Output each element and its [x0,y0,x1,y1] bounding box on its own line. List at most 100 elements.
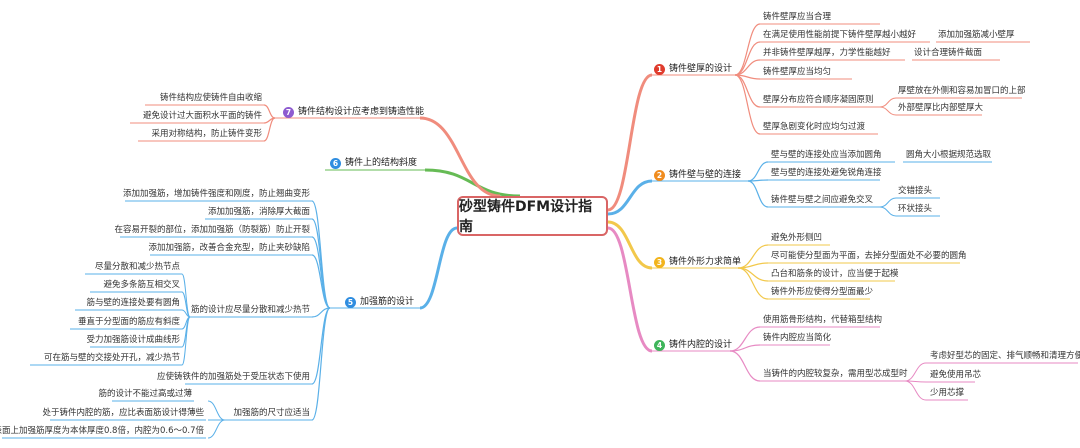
b5-item-5c[interactable]: 筋与壁的连接处要有圆角 [86,298,180,308]
edge-root-b4 [607,226,653,353]
b1-item-4[interactable]: 铸件壁厚应当均匀 [763,67,832,77]
edge-b5-c6 [311,307,331,385]
b2-item-1[interactable]: 壁与壁的连接处应当添加圆角 [771,150,882,160]
b5-item-5b[interactable]: 避免多条筋互相交叉 [103,280,180,290]
edge-b2-c3a [879,197,897,208]
edge-root-b7 [419,116,501,198]
edge-root-b2 [607,179,653,216]
badge-4-icon: 4 [654,339,665,351]
b5-item-6[interactable]: 应使铸铁件的加强筋处于受压状态下使用 [156,372,310,382]
badge-6-icon: 6 [330,157,341,169]
b1-item-5[interactable]: 壁厚分布应符合顺序凝固原则 [763,95,874,105]
branch-3-node[interactable]: 3 铸件外形力求简单 [654,256,741,268]
edge-b1-c5a [879,97,897,108]
b5-item-4[interactable]: 添加加强筋，改善合金充型，防止夹砂缺陷 [148,243,310,253]
edge-b4-c3 [729,350,761,382]
b4-item-3[interactable]: 当铸件的内腔较复杂，需用型芯成型时 [763,369,908,379]
root-node[interactable]: 砂型铸件DFM设计指南 [457,196,608,236]
edge-root-b1 [607,73,653,212]
b7-item-2[interactable]: 避免设计过大面积水平面的铸件 [142,111,262,121]
edge-b5-c1 [311,200,331,309]
edge-b4-c3a [904,362,927,382]
edge-root-b6 [424,168,521,198]
b3-item-1[interactable]: 避免外形侧凹 [771,233,823,243]
b7-item-3[interactable]: 采用对称结构，防止铸件变形 [151,129,262,139]
b7-item-1[interactable]: 铸件结构应使铸件自由收缩 [159,93,262,103]
branch-5-title: 加强筋的设计 [360,297,415,307]
b4-item-3b[interactable]: 避免使用吊芯 [930,370,982,380]
edge-b4-c3c [904,380,927,401]
b5-item-5e[interactable]: 受力加强筋设计成曲线形 [86,335,180,345]
branch-2-title: 铸件壁与壁的连接 [669,170,742,180]
edge-root-b5 [419,226,458,310]
edge-b5-c4 [311,254,331,309]
b5-item-5[interactable]: 筋的设计应尽量分散和减少热节 [190,305,310,315]
b5-item-5f[interactable]: 可在筋与壁的交接处开孔，减少热节 [43,353,180,363]
b5-item-3[interactable]: 在容易开裂的部位，添加加强筋（防裂筋）防止开裂 [114,225,310,235]
edge-b5-5b [181,291,191,318]
b1-item-2a[interactable]: 添加加强筋减小壁厚 [938,30,1015,40]
b5-item-5a[interactable]: 尽量分散和减少热节点 [94,262,180,272]
b5-item-5d[interactable]: 垂直于分型面的筋应有斜度 [77,317,180,327]
b4-item-3a[interactable]: 考虑好型芯的固定、排气顺畅和清理方便 [930,351,1080,361]
edge-b4-c2 [729,344,761,352]
b1-item-1[interactable]: 铸件壁厚应当合理 [763,12,832,22]
b5-item-7[interactable]: 加强筋的尺寸应适当 [233,408,310,418]
b3-item-3[interactable]: 凸台和筋条的设计，应当便于起模 [771,269,899,279]
branch-1-node[interactable]: 1 铸件壁厚的设计 [654,63,732,75]
b4-item-1[interactable]: 使用筋骨形结构，代替箱型结构 [763,315,883,325]
edge-b1-c5b [879,106,897,116]
edge-b5-c7 [311,307,331,421]
b5-item-2[interactable]: 添加加强筋，消除厚大截面 [207,207,310,217]
edge-b5-7c [207,419,226,439]
b3-item-2[interactable]: 尽可能使分型面为平面，去掉分型面处不必要的圆角 [771,251,967,261]
b1-item-6[interactable]: 壁厚急剧变化时应均匀过渡 [763,122,866,132]
branch-7-title: 铸件结构设计应考虑到铸造性能 [298,107,425,117]
badge-2-icon: 2 [654,169,665,181]
edge-b2-c3b [879,206,897,217]
b1-item-2[interactable]: 在满足使用性能前提下铸件壁厚越小越好 [763,30,917,40]
edge-b3-c3 [737,267,769,282]
edge-b5-5f [181,316,191,366]
edge-b7-c3 [263,117,276,142]
b2-item-2[interactable]: 壁与壁的连接处避免锐角连接 [771,168,882,178]
b4-item-3c[interactable]: 少用芯撑 [930,388,965,398]
b2-item-3a[interactable]: 交错接头 [898,186,933,196]
b1-item-5a[interactable]: 厚壁放在外侧和容易加冒口的上部 [898,86,1026,96]
branch-4-node[interactable]: 4 铸件内腔的设计 [654,339,732,351]
b5-item-7c[interactable]: 外表面上加强筋厚度为本体厚度0.8倍，内腔为0.6～0.7倍 [0,426,204,436]
edge-b3-c4 [737,267,769,300]
b2-item-1a[interactable]: 圆角大小根据规范选取 [906,150,992,160]
edge-b2-c3 [747,180,769,208]
b5-item-1[interactable]: 添加加强筋，增加铸件强度和刚度，防止翘曲变形 [122,189,310,199]
branch-7-node[interactable]: 7 铸件结构设计应考虑到铸造性能 [283,106,424,118]
badge-1-icon: 1 [654,63,665,75]
b2-item-3[interactable]: 铸件壁与壁之间应避免交叉 [771,195,874,205]
edge-b3-c2 [737,262,769,269]
b3-item-4[interactable]: 铸件外形应使得分型面最少 [771,287,874,297]
b1-item-5b[interactable]: 外部壁厚比内部壁厚大 [898,103,984,113]
edge-b5-c2 [311,218,331,309]
edge-b3-c1 [737,244,769,269]
b5-item-7b[interactable]: 处于铸件内腔的筋，应比表面筋设计得薄些 [42,408,204,418]
edge-b1-c6 [734,74,761,135]
b2-item-3b[interactable]: 环状接头 [898,204,933,214]
b4-item-2[interactable]: 铸件内腔应当简化 [763,333,832,343]
branch-6-title: 铸件上的结构斜度 [345,158,418,168]
branch-6-node[interactable]: 6 铸件上的结构斜度 [330,157,417,169]
branch-5-node[interactable]: 5 加强筋的设计 [345,296,414,308]
branch-3-title: 铸件外形力求简单 [669,257,742,267]
edge-b1-c2 [734,41,761,76]
badge-5-icon: 5 [345,296,356,308]
b5-item-7a[interactable]: 筋的设计不能过高或过薄 [98,389,192,399]
edge-b2-c1 [747,161,769,182]
edge-b5-c5 [311,307,331,318]
edge-b7-c1 [263,104,276,119]
b1-item-3a[interactable]: 设计合理铸件截面 [914,48,983,58]
root-title: 砂型铸件DFM设计指南 [459,199,593,235]
edge-root-b3 [607,220,653,270]
branch-2-node[interactable]: 2 铸件壁与壁的连接 [654,169,741,181]
b1-item-3[interactable]: 并非铸件壁厚越厚，力学性能越好 [763,48,891,58]
